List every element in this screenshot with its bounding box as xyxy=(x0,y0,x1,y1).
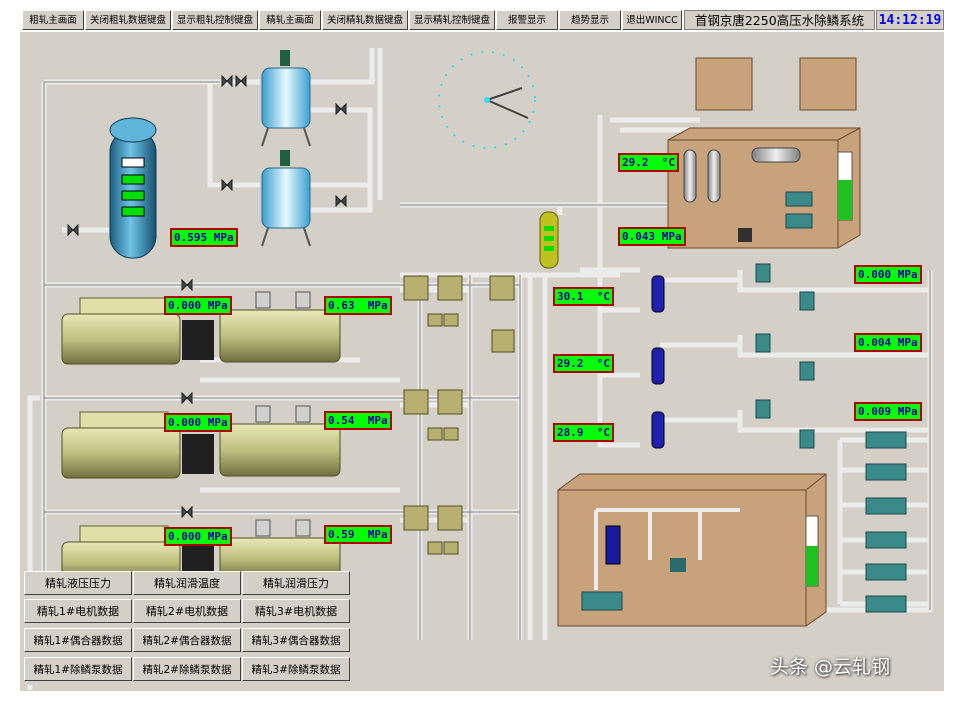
valves xyxy=(67,74,347,519)
line3-temperature-readout: 28.9 °C xyxy=(553,423,614,442)
filter-tank-upper xyxy=(261,50,311,147)
branch2-pressure-readout: 0.004 MPa xyxy=(854,333,922,352)
btn-show-rough-control-keypad[interactable]: 显示粗轧控制键盘 xyxy=(172,10,258,30)
branch3-pressure-readout: 0.009 MPa xyxy=(854,402,922,421)
btn-close-rough-data-keypad[interactable]: 关闭粗轧数据键盘 xyxy=(85,10,171,30)
nav-finish-motor1-data[interactable]: 精轧1#电机数据 xyxy=(24,599,132,623)
nav-finish-coupler1-data[interactable]: 精轧1#偶合器数据 xyxy=(24,628,132,652)
accumulator-vessel xyxy=(109,117,157,259)
oil-tank-lower xyxy=(557,473,827,627)
nav-finish-descale-pump2-data[interactable]: 精轧2#除鳞泵数据 xyxy=(133,657,241,681)
header-tank-2 xyxy=(799,57,857,111)
pump2-inlet-pressure-readout: 0.000 MPa xyxy=(164,413,232,432)
btn-rough-main[interactable]: 粗轧主画面 xyxy=(22,10,84,30)
tank-pressure-readout: 0.043 MPa xyxy=(618,227,686,246)
pump3-inlet-pressure-readout: 0.000 MPa xyxy=(164,527,232,546)
data-nav-grid: 精轧液压压力 精轧润滑温度 精轧润滑压力 精轧1#电机数据 精轧2#电机数据 精… xyxy=(24,571,350,685)
coupler-units xyxy=(403,275,515,555)
nav-finish-hydraulic-pressure[interactable]: 精轧液压压力 xyxy=(24,571,132,595)
analog-clock xyxy=(438,51,536,149)
pipe-outlines xyxy=(43,81,931,640)
tank-temperature-readout: 29.2 °C xyxy=(618,153,679,172)
oil-tank-upper xyxy=(667,127,861,249)
nav-finish-coupler2-data[interactable]: 精轧2#偶合器数据 xyxy=(133,628,241,652)
branch1-pressure-readout: 0.000 MPa xyxy=(854,265,922,284)
motor-pump-set-2 xyxy=(61,405,341,479)
nav-finish-coupler3-data[interactable]: 精轧3#偶合器数据 xyxy=(242,628,350,652)
pump2-outlet-pressure-readout: 0.54 MPa xyxy=(324,411,392,430)
line1-temperature-readout: 30.1 °C xyxy=(553,287,614,306)
cooler-vessel xyxy=(539,211,559,269)
branch-pumps xyxy=(755,263,815,449)
pump3-outlet-pressure-readout: 0.59 MPa xyxy=(324,525,392,544)
accumulator-pressure-readout: 0.595 MPa xyxy=(170,228,238,247)
nav-finish-lube-pressure[interactable]: 精轧润滑压力 xyxy=(242,571,350,595)
clock-display: 14:12:19 xyxy=(876,10,944,30)
nav-finish-motor2-data[interactable]: 精轧2#电机数据 xyxy=(133,599,241,623)
watermark: 头条 @云轧钢 xyxy=(770,656,891,678)
nav-finish-lube-temperature[interactable]: 精轧润滑温度 xyxy=(133,571,241,595)
pump1-outlet-pressure-readout: 0.63 MPa xyxy=(324,296,392,315)
nav-finish-descale-pump1-data[interactable]: 精轧1#除鳞泵数据 xyxy=(24,657,132,681)
pump1-inlet-pressure-readout: 0.000 MPa xyxy=(164,296,232,315)
btn-close-finish-data-keypad[interactable]: 关闭精轧数据键盘 xyxy=(322,10,408,30)
right-pump-group xyxy=(865,431,907,613)
btn-trend-display[interactable]: 趋势显示 xyxy=(559,10,621,30)
btn-exit-wincc[interactable]: 退出WINCC xyxy=(622,10,682,30)
line2-temperature-readout: 29.2 °C xyxy=(553,354,614,373)
nav-finish-descale-pump3-data[interactable]: 精轧3#除鳞泵数据 xyxy=(242,657,350,681)
branch-filters xyxy=(651,275,665,449)
btn-alarm-display[interactable]: 报警显示 xyxy=(496,10,558,30)
btn-finish-main[interactable]: 精轧主画面 xyxy=(259,10,321,30)
btn-show-finish-control-keypad[interactable]: 显示精轧控制键盘 xyxy=(409,10,495,30)
filter-tank-lower xyxy=(261,150,311,247)
nav-finish-motor3-data[interactable]: 精轧3#电机数据 xyxy=(242,599,350,623)
system-title: 首钢京唐2250高压水除鳞系统 xyxy=(684,10,875,30)
header-tank-1 xyxy=(695,57,753,111)
